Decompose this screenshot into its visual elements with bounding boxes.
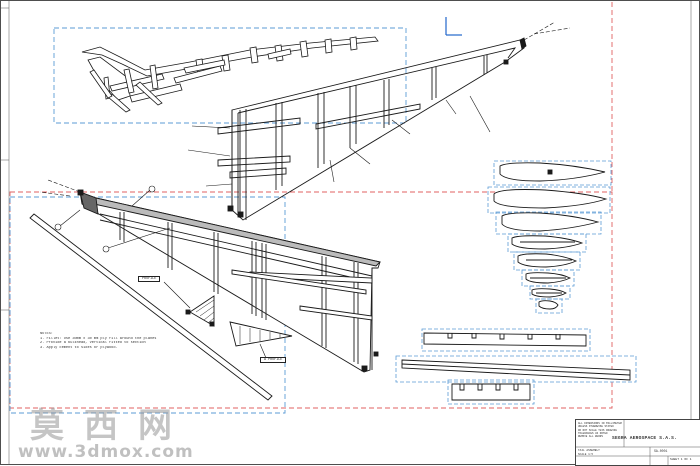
fin-assembly-leaders (39, 179, 171, 253)
callout-detail-b: A PROFILE (260, 357, 287, 363)
rib-2 (493, 189, 608, 209)
watermark-text: 莫西网 (30, 406, 192, 446)
title-block-grid (576, 420, 700, 465)
drawing-notes: NOTES: 1. Fillet: Use 30mm x 30 mm ply f… (40, 332, 190, 350)
spec-line: REMOVE ALL BURRS (578, 435, 603, 439)
section-detail-b (229, 321, 293, 359)
sheet-number: SHEET 1 OF 1 (670, 458, 692, 461)
notes-heading: NOTES: (40, 332, 53, 336)
title-line: SCALE 1:5 (578, 453, 594, 456)
spec-line: UNLESS OTHERWISE STATED (578, 425, 614, 429)
title-block-specs: ALL DIMENSIONS IN MILLIMETERS UNLESS OTH… (578, 422, 622, 438)
spec-line: TOLERANCES AS NOTED (578, 431, 608, 435)
title-line: TAIL ASSEMBLY (578, 449, 600, 452)
spar-strips (401, 332, 631, 401)
axis-triad-icon (445, 17, 462, 36)
fin-assembly-isometric (77, 189, 381, 373)
rib-8 (538, 300, 559, 310)
note-line: 2. Provide a bulkhead, vertical fitted t… (40, 341, 146, 346)
rib-1 (499, 162, 606, 182)
isometric-frame-structure (81, 36, 379, 113)
title-block: ALL DIMENSIONS IN MILLIMETERS UNLESS OTH… (575, 419, 700, 466)
selection-frames (9, 2, 637, 414)
note-line: 1. Fillet: Use 30mm x 30 mm ply fill aro… (40, 336, 157, 341)
fin-leader-lines (187, 21, 571, 187)
watermark-url: www.3dmox.com (18, 442, 194, 462)
note-line: 3. Apply cement to sides or plywood. (40, 345, 118, 350)
section-detail-a (163, 281, 215, 327)
callout-detail-a: PROFILE (138, 276, 161, 282)
spar-strip-2 (401, 359, 631, 381)
spec-line: ALL DIMENSIONS IN MILLIMETERS (578, 422, 622, 425)
drawing-number: SA-0001 (654, 449, 668, 453)
rib-profiles (493, 162, 608, 310)
title-block-title: TAIL ASSEMBLY SCALE 1:5 (578, 449, 600, 457)
spec-line: DO NOT SCALE THIS DRAWING (578, 428, 617, 432)
fin-frame-elevation (217, 37, 527, 221)
trailing-edge-strip (29, 213, 273, 401)
spar-strip-3 (451, 383, 531, 401)
rib-3 (501, 212, 600, 232)
company-name: SEGRA AEROSPACE S.A.S. (612, 436, 678, 441)
